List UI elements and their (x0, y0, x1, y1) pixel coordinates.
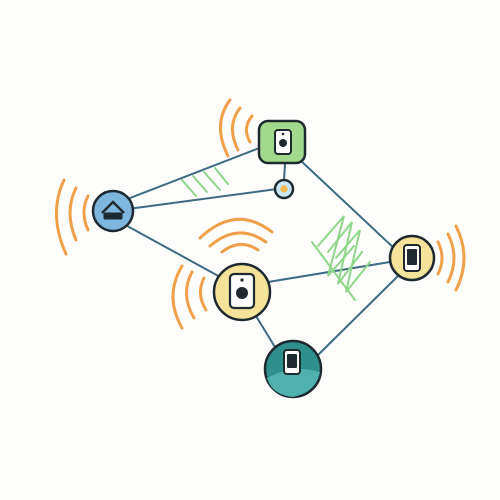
node-center-speaker[interactable] (212, 262, 272, 322)
link-accent-router-top (181, 167, 229, 197)
link-router-to-speaker (119, 221, 223, 279)
hub-dot-icon (280, 185, 288, 193)
phone-icon (283, 349, 301, 375)
link-accent-zigzag (311, 215, 371, 301)
speaker-icon (228, 272, 256, 310)
center-speaker-signal-top-icon (198, 218, 274, 254)
link-router-to-hub (127, 188, 278, 210)
center-speaker-signal-left-icon (171, 264, 208, 330)
link-top-device-to-right-phone (299, 159, 397, 251)
house-icon (101, 200, 125, 220)
right-phone-signal-icon (436, 224, 466, 292)
node-small-hub[interactable] (273, 178, 295, 200)
top-device-signal-icon (219, 98, 254, 158)
link-router-to-top-device (124, 146, 263, 201)
node-right-phone[interactable] (388, 234, 436, 282)
link-hub-to-top-device (283, 163, 286, 181)
node-top-device[interactable] (257, 119, 307, 165)
link-right-phone-to-bottom-phone (317, 275, 399, 356)
signal-waves-layer (54, 98, 466, 330)
links-layer (119, 146, 399, 356)
node-bottom-phone[interactable] (263, 339, 323, 399)
link-speaker-to-bottom-phone (255, 315, 279, 353)
phone-icon (403, 244, 421, 272)
node-home-router[interactable] (91, 189, 135, 233)
teal-node-highlight (267, 369, 320, 397)
router-signal-icon (54, 178, 90, 256)
speaker-icon (274, 129, 292, 155)
